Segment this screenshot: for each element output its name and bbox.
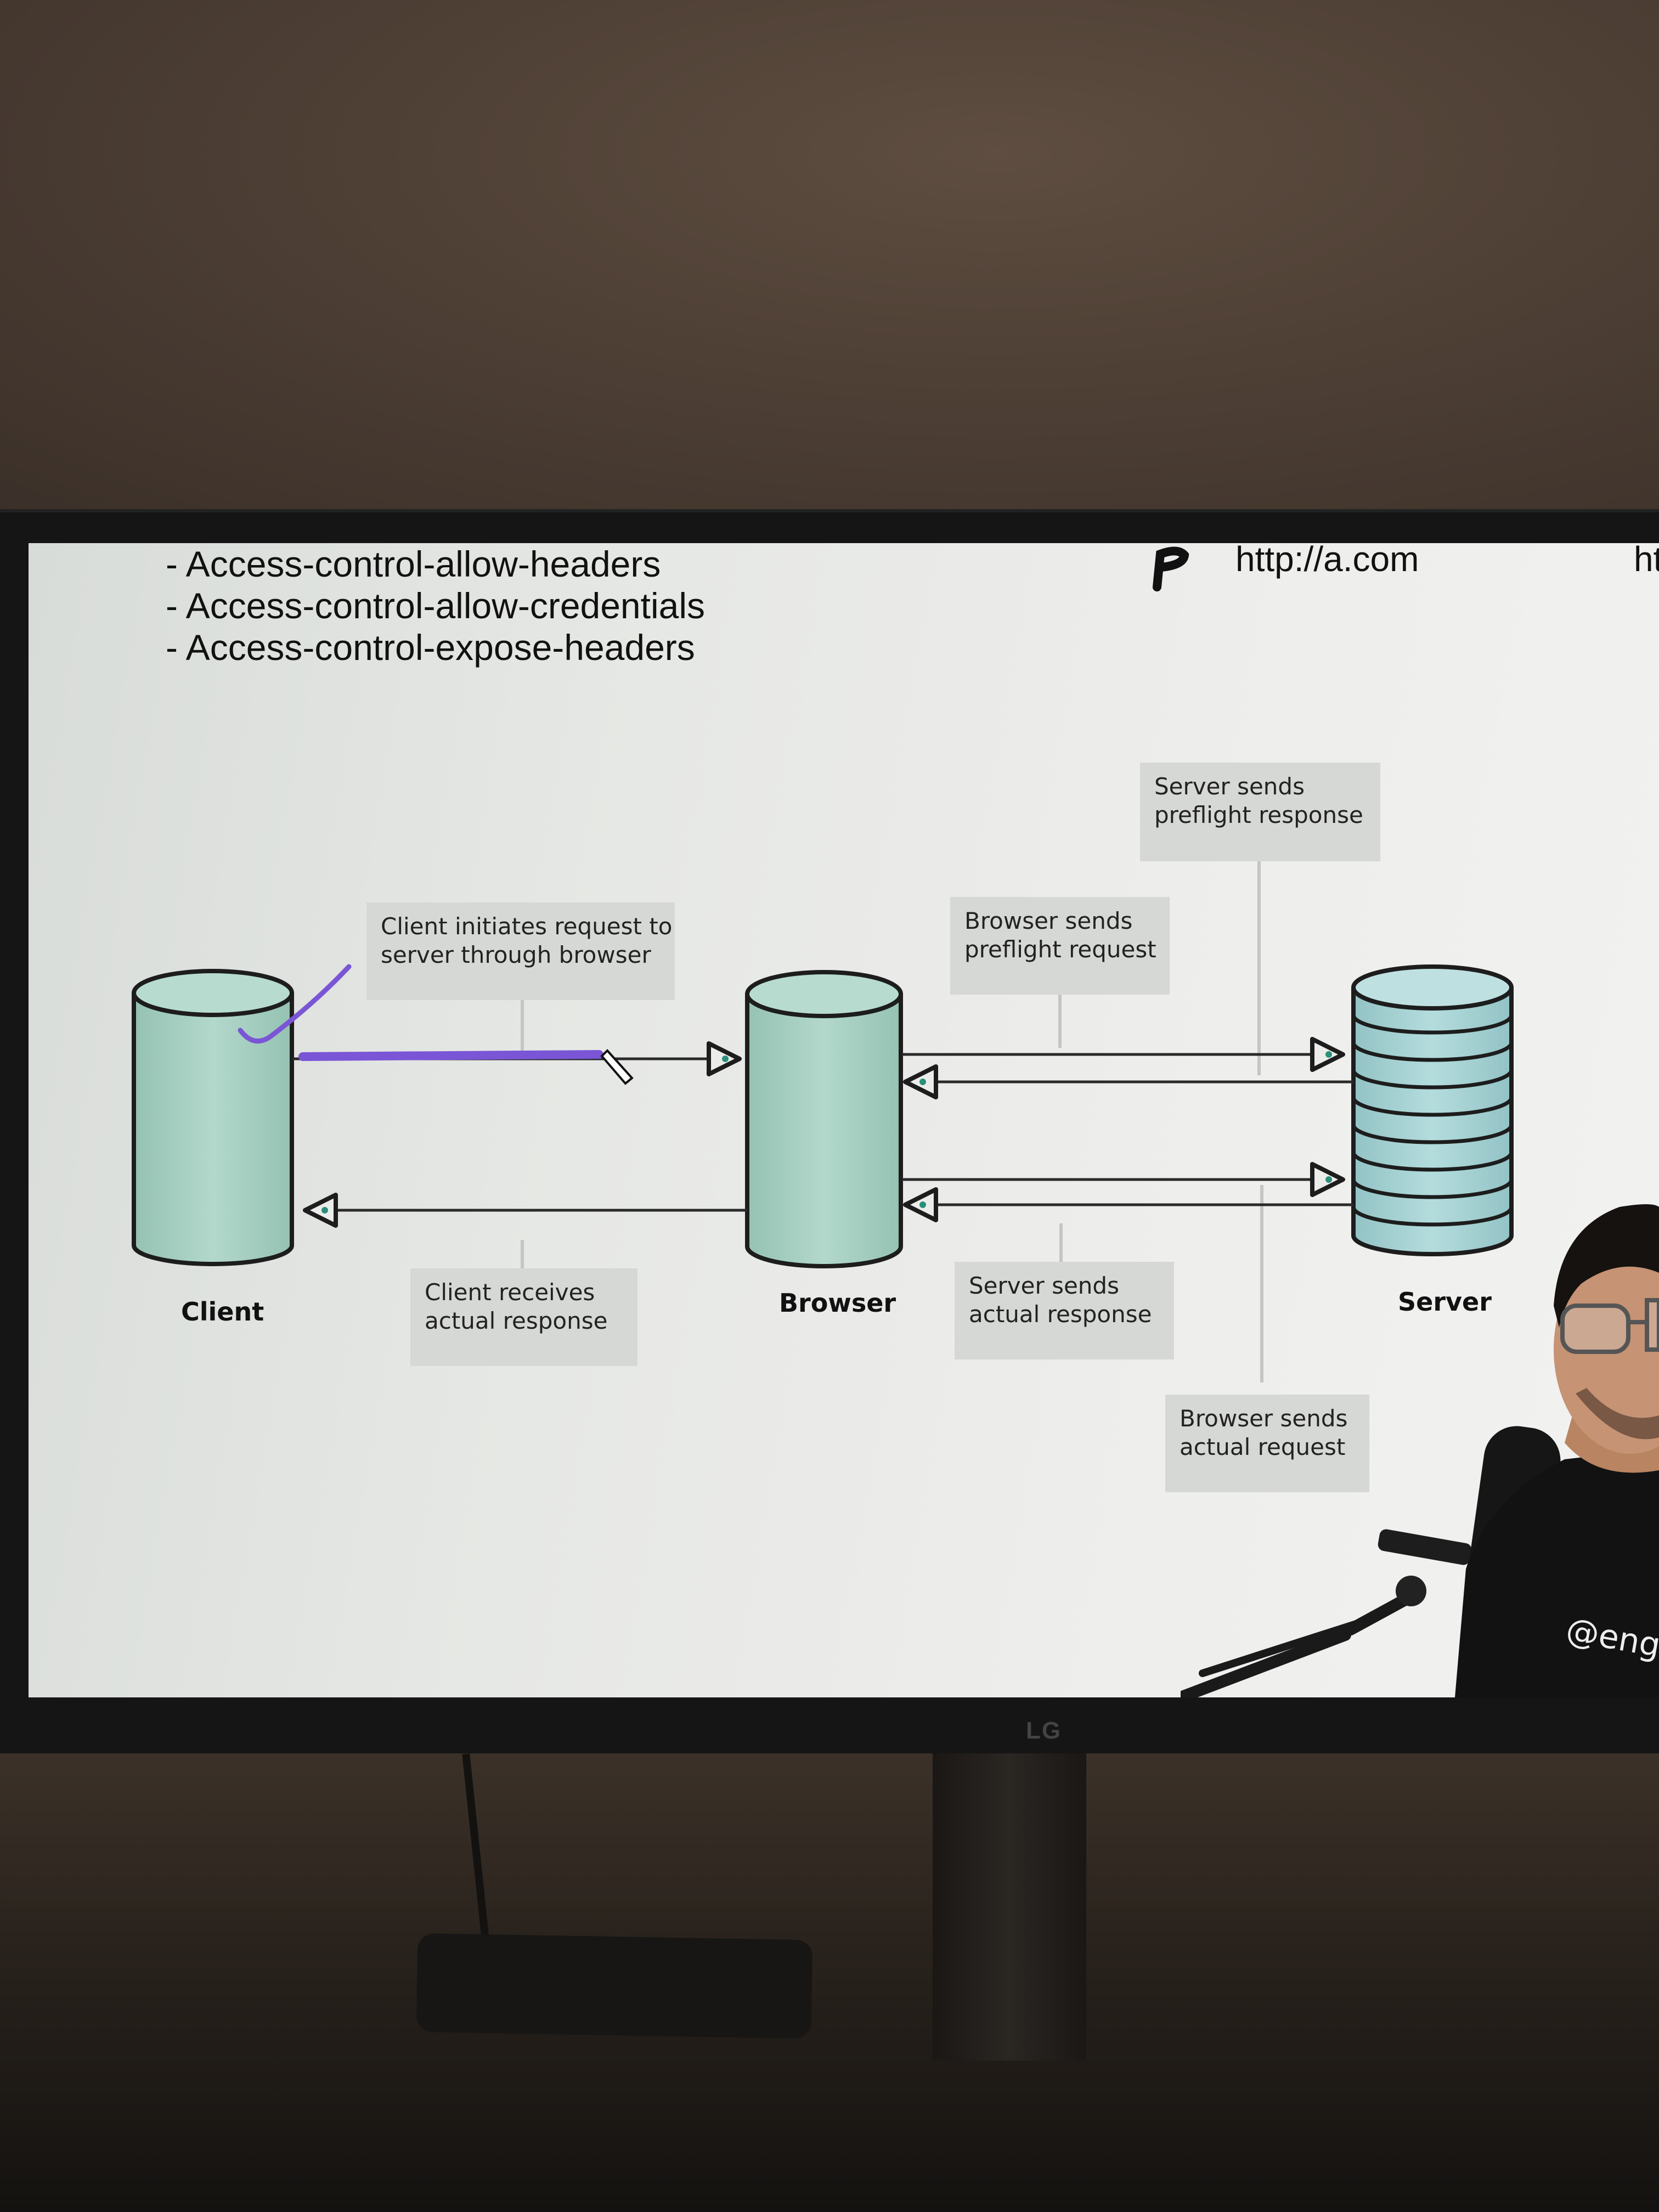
note-server-actual-line-1: Server sends: [969, 1272, 1119, 1299]
cors-preflight-diagram: [132, 861, 1514, 1383]
note-browser-preflight-line-2: preflight request: [964, 936, 1156, 963]
monitor-brand-logo: LG: [1026, 1717, 1062, 1744]
glasses-icon: [1560, 1298, 1659, 1354]
browser-cylinder: [745, 970, 903, 1268]
note-browser-preflight-line-1: Browser sends: [964, 907, 1133, 934]
monitor-screen: - Access-control-allow-headers - Access-…: [29, 543, 1659, 1697]
note-client-initiates-line-2: server through browser: [381, 941, 651, 968]
pen-cursor-icon: [600, 1049, 634, 1085]
label-browser: Browser: [779, 1288, 896, 1318]
note-browser-actual-line-1: Browser sends: [1180, 1405, 1348, 1432]
desk: [0, 1753, 1659, 2212]
note-client-initiates: Client initiates request to server throu…: [366, 902, 675, 1000]
url-partial: ht: [1634, 543, 1659, 579]
label-server: Server: [1398, 1287, 1492, 1317]
note-client-receives-line-1: Client receives: [425, 1279, 595, 1306]
note-client-receives: Client receives actual response: [410, 1268, 637, 1366]
note-server-preflight: Server sends preflight response: [1140, 763, 1380, 861]
arrow-to-client-icon: [303, 1193, 338, 1228]
note-client-receives-line-2: actual response: [425, 1307, 608, 1334]
presenter-webcam: @enginee: [1181, 1204, 1659, 1697]
client-cylinder: [132, 969, 294, 1266]
remote-device: [416, 1933, 813, 2039]
server-stack: [1351, 964, 1514, 1256]
mic-joint-icon: [1396, 1576, 1426, 1606]
note-browser-actual-line-2: actual request: [1180, 1434, 1346, 1460]
note-server-preflight-line-2: preflight response: [1154, 802, 1363, 828]
annotation-checkmark-icon: [238, 964, 603, 1061]
bullet-allow-credentials: - Access-control-allow-credentials: [166, 585, 706, 626]
background-wall: [0, 0, 1659, 510]
note-browser-actual: Browser sends actual request: [1165, 1395, 1369, 1492]
url-a-com: http://a.com: [1235, 543, 1419, 579]
note-server-actual-line-2: actual response: [969, 1301, 1152, 1328]
handwritten-mark-icon: [1153, 546, 1189, 591]
bullet-expose-headers: - Access-control-expose-headers: [166, 627, 695, 668]
monitor-stand: [933, 1753, 1086, 2061]
note-server-preflight-line-1: Server sends: [1154, 773, 1305, 800]
bullet-allow-headers: - Access-control-allow-headers: [166, 544, 661, 584]
note-client-initiates-line-1: Client initiates request to: [381, 913, 673, 940]
note-server-actual: Server sends actual response: [955, 1262, 1174, 1359]
label-client: Client: [181, 1297, 264, 1327]
note-browser-preflight: Browser sends preflight request: [950, 897, 1170, 995]
